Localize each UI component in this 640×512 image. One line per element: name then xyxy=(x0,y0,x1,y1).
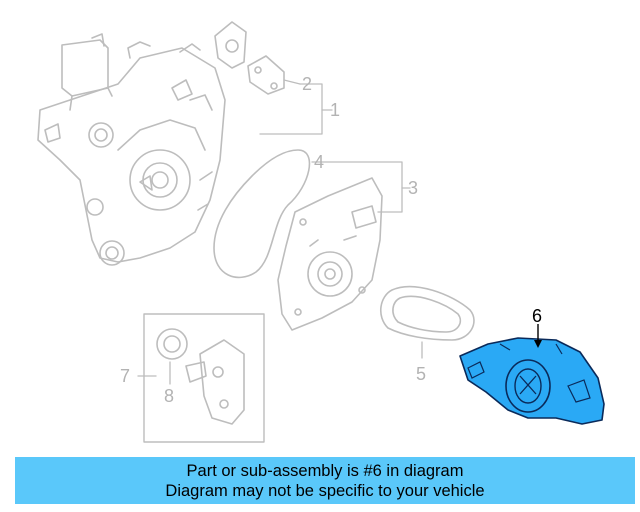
leader-lines xyxy=(137,79,423,385)
banner-line-1: Part or sub-assembly is #6 in diagram xyxy=(186,461,464,480)
callout-6: 6 xyxy=(532,306,542,326)
callout-3: 3 xyxy=(408,178,418,198)
part-4-gasket xyxy=(213,149,311,279)
callout-8: 8 xyxy=(164,386,174,406)
callout-2: 2 xyxy=(302,74,312,94)
callout-1: 1 xyxy=(330,100,340,120)
part-6-housing-highlighted xyxy=(459,324,605,425)
callout-7: 7 xyxy=(120,366,130,386)
part-5-seal xyxy=(380,285,475,341)
banner-line-2: Diagram may not be specific to your vehi… xyxy=(165,481,485,500)
part-7-sensor xyxy=(185,339,245,425)
part-2-bracket xyxy=(214,21,285,95)
callout-5: 5 xyxy=(416,364,426,384)
inset-box xyxy=(143,313,265,443)
parts-diagram: 1 2 3 4 5 6 7 8 xyxy=(37,21,605,443)
housing-assembly xyxy=(37,33,226,266)
part-3-water-pump xyxy=(277,177,383,331)
part-8-oring xyxy=(156,328,188,360)
callout-4: 4 xyxy=(314,152,324,172)
info-banner: Part or sub-assembly is #6 in diagram Di… xyxy=(15,457,635,504)
